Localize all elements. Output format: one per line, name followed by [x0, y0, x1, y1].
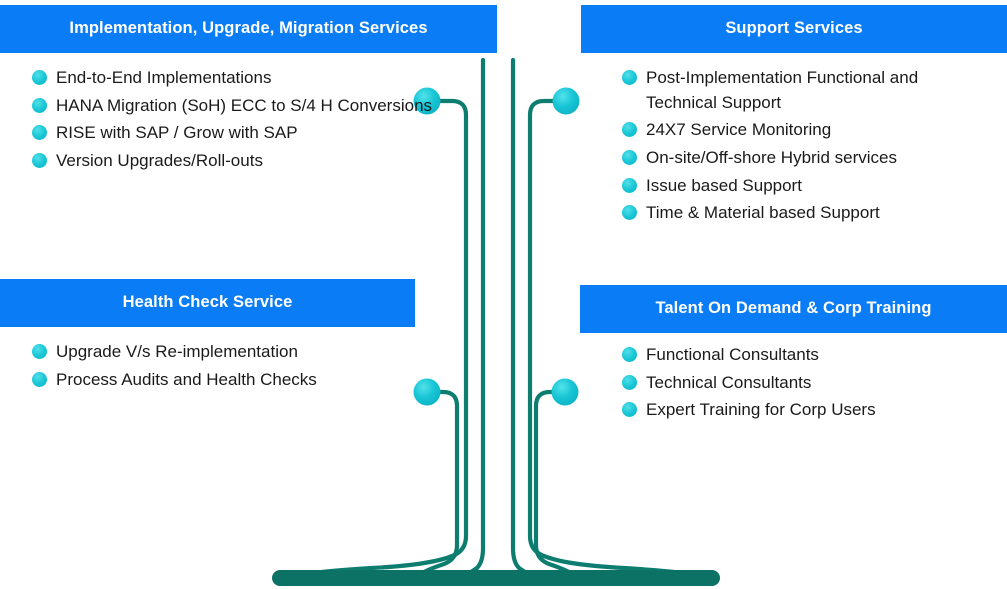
list-item: End-to-End Implementations — [32, 66, 452, 91]
panel-header-implementation[interactable]: Implementation, Upgrade, Migration Servi… — [0, 5, 497, 53]
panel-header-support[interactable]: Support Services — [581, 5, 1007, 53]
list-item-label: RISE with SAP / Grow with SAP — [56, 123, 298, 143]
list-item: Version Upgrades/Roll-outs — [32, 149, 452, 174]
list-item-label: 24X7 Service Monitoring — [646, 120, 832, 140]
bullet-dot-icon — [622, 149, 637, 165]
panel-list-support: Post-Implementation Functional and Techn… — [622, 66, 982, 229]
bullet-dot-icon — [622, 122, 637, 138]
bullet-dot-icon — [622, 347, 637, 362]
list-item-label: Upgrade V/s Re-implementation — [56, 342, 298, 361]
list-item-label: Time & Material based Support — [646, 203, 880, 223]
list-item: Process Audits and Health Checks — [32, 368, 432, 393]
list-item: HANA Migration (SoH) ECC to S/4 H Conver… — [32, 94, 452, 119]
bullet-dot-icon — [32, 152, 47, 168]
panel-header-talent[interactable]: Talent On Demand & Corp Training — [580, 285, 1007, 333]
bullet-dot-icon — [32, 70, 47, 85]
list-item-label: Version Upgrades/Roll-outs — [56, 150, 263, 170]
trunk-left — [468, 57, 486, 575]
list-item-label: Functional Consultants — [646, 345, 819, 364]
bullet-dot-icon — [622, 205, 637, 221]
list-item-label: Issue based Support — [646, 175, 802, 195]
bullet-dot-icon — [32, 371, 47, 387]
list-item-label: Process Audits and Health Checks — [56, 369, 317, 389]
list-item: Upgrade V/s Re-implementation — [32, 340, 432, 365]
list-item: Technical Consultants — [622, 371, 982, 396]
list-item-label: Expert Training for Corp Users — [646, 400, 876, 420]
list-item: On-site/Off-shore Hybrid services — [622, 146, 982, 171]
bullet-dot-icon — [32, 344, 47, 359]
list-item: RISE with SAP / Grow with SAP — [32, 121, 452, 146]
list-item-label: On-site/Off-shore Hybrid services — [646, 147, 897, 167]
list-item: Issue based Support — [622, 174, 982, 199]
bullet-dot-icon — [622, 177, 637, 193]
node-talent-dot — [551, 378, 579, 406]
panel-list-talent: Functional Consultants Technical Consult… — [622, 343, 982, 426]
list-item-label: Technical Consultants — [646, 372, 812, 392]
panel-header-health-check-label: Health Check Service — [122, 293, 293, 312]
bullet-dot-icon — [32, 125, 47, 141]
panel-header-support-label: Support Services — [725, 19, 863, 38]
panel-header-health-check[interactable]: Health Check Service — [0, 279, 415, 327]
bullet-dot-icon — [622, 402, 637, 418]
bullet-dot-icon — [32, 97, 47, 113]
base-bar — [272, 570, 720, 586]
panel-header-implementation-label: Implementation, Upgrade, Migration Servi… — [69, 19, 428, 38]
branch-path-talent — [533, 389, 572, 575]
list-item: Expert Training for Corp Users — [622, 398, 982, 423]
panel-list-health-check: Upgrade V/s Re-implementation Process Au… — [32, 340, 432, 395]
branch-path-health-check — [421, 389, 460, 575]
list-item: 24X7 Service Monitoring — [622, 118, 982, 143]
bullet-dot-icon — [622, 70, 637, 85]
node-support-dot — [552, 87, 580, 115]
list-item-label: Post-Implementation Functional and Techn… — [646, 68, 919, 112]
trunk-right — [510, 57, 528, 575]
bullet-dot-icon — [622, 374, 637, 390]
list-item: Functional Consultants — [622, 343, 982, 368]
list-item-label: HANA Migration (SoH) ECC to S/4 H Conver… — [56, 95, 433, 115]
panel-header-talent-label: Talent On Demand & Corp Training — [655, 299, 932, 318]
list-item: Time & Material based Support — [622, 201, 982, 226]
list-item-label: End-to-End Implementations — [56, 68, 272, 87]
panel-list-implementation: End-to-End Implementations HANA Migratio… — [32, 66, 452, 177]
list-item: Post-Implementation Functional and Techn… — [622, 66, 982, 115]
